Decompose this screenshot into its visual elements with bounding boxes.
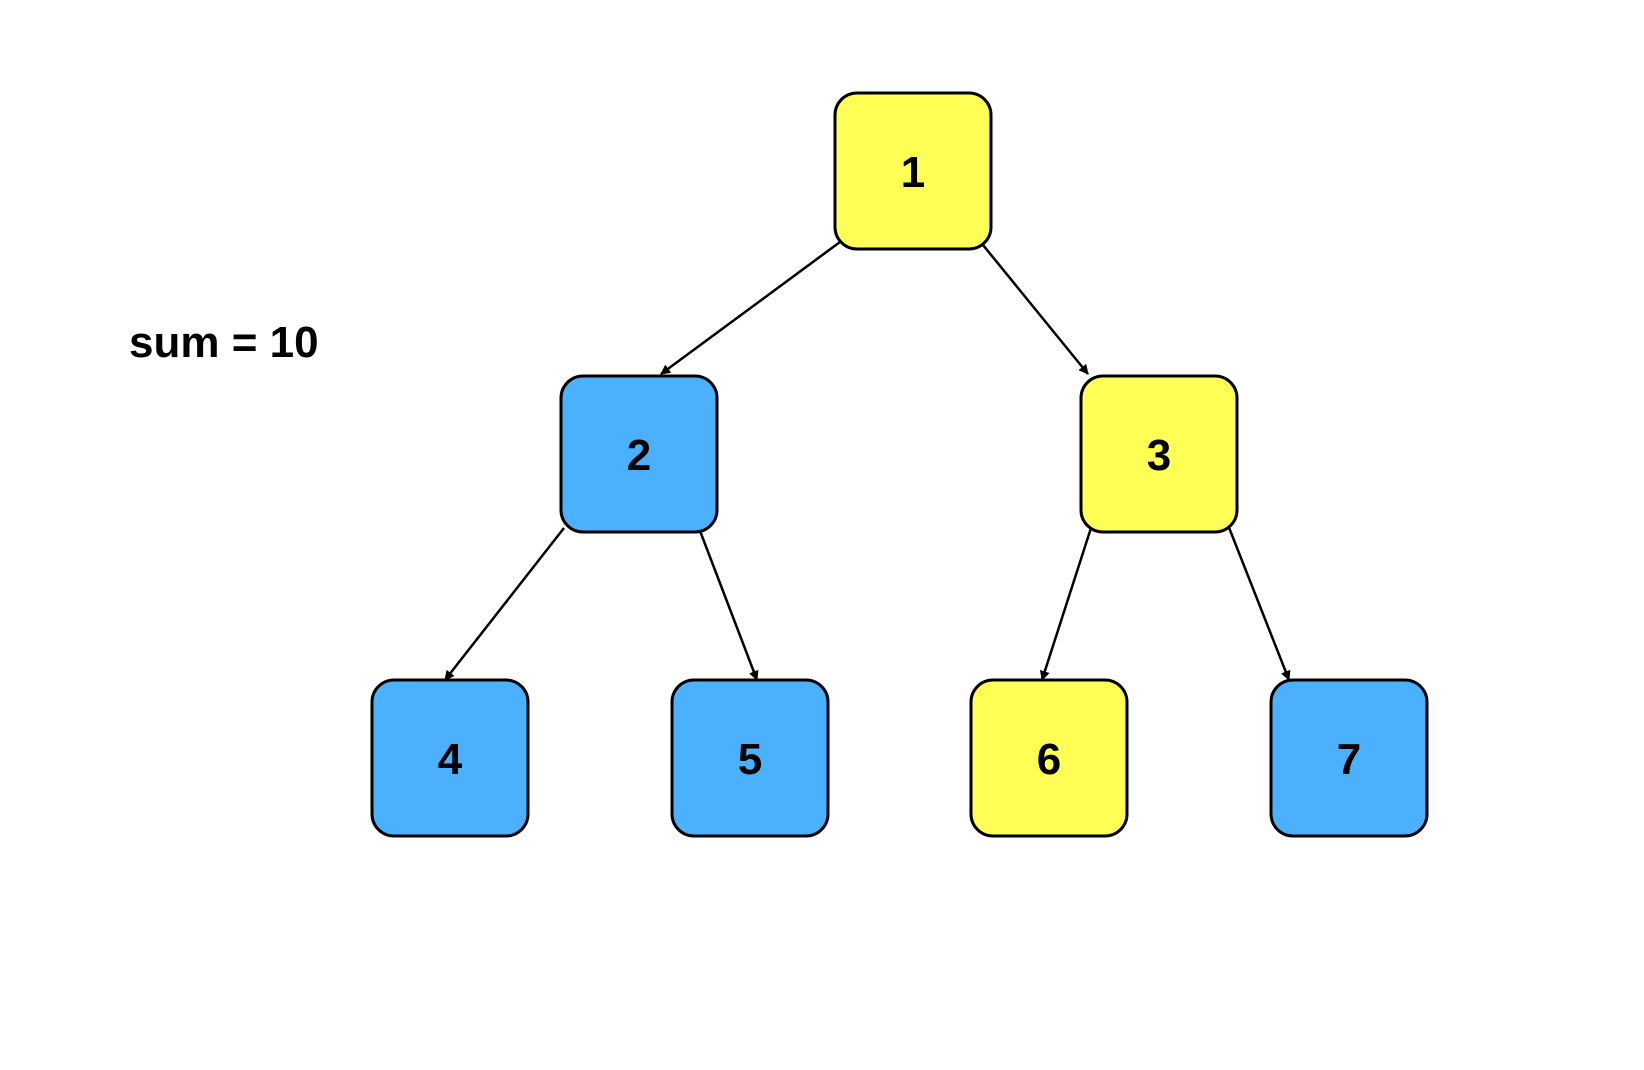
tree-node-label: 1: [901, 148, 925, 197]
tree-node-label: 4: [438, 735, 463, 784]
tree-node-1: 1: [833, 91, 993, 251]
tree-node-box: [559, 374, 719, 534]
tree-node-7: 7: [1269, 678, 1429, 838]
tree-node-2: 2: [559, 374, 719, 534]
tree-node-6: 6: [969, 678, 1129, 838]
tree-node-label: 7: [1337, 735, 1361, 784]
tree-node-label: 2: [627, 431, 651, 480]
tree-node-4: 4: [370, 678, 530, 838]
nodes-layer: 1 2 3 4 5 6 7: [370, 91, 1429, 838]
tree-node-box: [833, 91, 993, 251]
edges-layer: [444, 240, 1291, 681]
tree-node-box: [1079, 374, 1239, 534]
tree-node-label: 5: [738, 735, 762, 784]
tree-node-5: 5: [670, 678, 830, 838]
edge-2-to-5: [695, 522, 759, 681]
tree-node-box: [670, 678, 830, 838]
tree-node-label: 6: [1037, 735, 1061, 784]
sum-label: sum = 10: [129, 318, 319, 367]
tree-node-label: 3: [1147, 431, 1171, 480]
edge-1-to-3: [982, 244, 1089, 375]
edge-2-to-4: [444, 527, 565, 681]
tree-node-3: 3: [1079, 374, 1239, 534]
tree-node-box: [370, 678, 530, 838]
edge-3-to-7: [1226, 524, 1291, 681]
tree-node-box: [1269, 678, 1429, 838]
tree-node-box: [969, 678, 1129, 838]
edge-3-to-6: [1040, 527, 1093, 681]
edge-1-to-2: [660, 240, 841, 376]
